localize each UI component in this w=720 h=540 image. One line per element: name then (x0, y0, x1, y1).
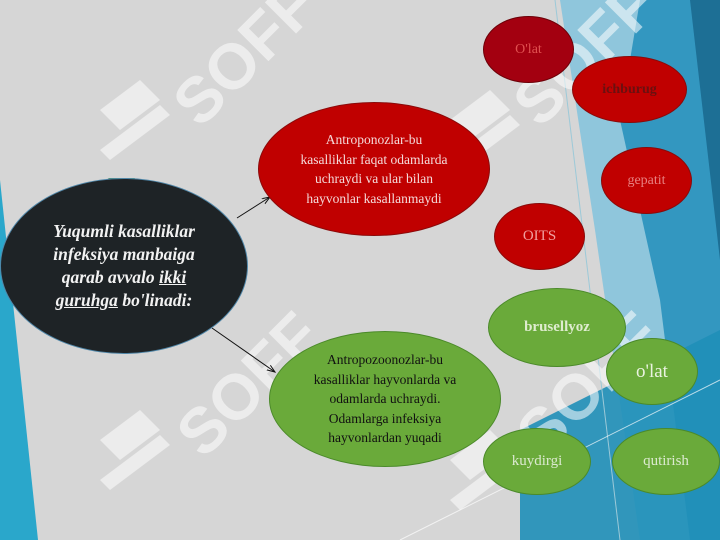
underlined-ikki: ikki (158, 267, 187, 287)
disease-label: o'lat (636, 360, 668, 382)
main-concept-text: Yuqumli kasalliklar infeksiya manbaiga q… (53, 220, 195, 312)
main-line-2: infeksiya manbaiga (53, 244, 195, 264)
underlined-guruhga: guruhga (55, 290, 118, 310)
arrow-to-anthroponoses (236, 197, 270, 219)
anthroponoses-text: Antroponozlar-bu kasalliklar faqat odaml… (300, 132, 448, 206)
disease-olat-red: O'lat (483, 16, 574, 83)
disease-label: OITS (522, 228, 557, 244)
disease-label: kuydirgi (511, 453, 563, 469)
main-concept-oval: Yuqumli kasalliklar infeksiya manbaiga q… (0, 178, 248, 354)
main-line-4: bo'linadi: (117, 290, 193, 310)
disease-gepatit: gepatit (601, 147, 692, 214)
watermark-logo (100, 80, 170, 160)
disease-label: gepatit (627, 172, 666, 188)
disease-label: ichburug (602, 81, 657, 97)
main-line-3: qarab avvalo (61, 267, 159, 287)
zooanthroponoses-text: Antropozoonozlar-bu kasalliklar hayvonla… (313, 352, 457, 446)
disease-olat-green: o'lat (606, 338, 698, 405)
panel-edge-line (554, 0, 621, 540)
disease-brusellyoz: brusellyoz (488, 288, 626, 367)
disease-oits: OITS (494, 203, 585, 270)
disease-kuydirgi: kuydirgi (483, 428, 591, 495)
disease-label: O'lat (515, 41, 542, 57)
zooanthroponoses-oval: Antropozoonozlar-bu kasalliklar hayvonla… (269, 331, 501, 467)
anthroponoses-oval: Antroponozlar-bu kasalliklar faqat odaml… (258, 102, 490, 236)
disease-label: qutirish (643, 453, 689, 469)
disease-label: brusellyoz (524, 319, 590, 335)
main-line-1: Yuqumli kasalliklar (53, 221, 195, 241)
disease-qutirish: qutirish (612, 428, 720, 495)
arrow-to-zooanthroponoses (211, 327, 275, 372)
disease-ichburug: ichburug (572, 56, 687, 123)
right-dark-panel (690, 0, 720, 260)
watermark-logo (100, 410, 170, 490)
